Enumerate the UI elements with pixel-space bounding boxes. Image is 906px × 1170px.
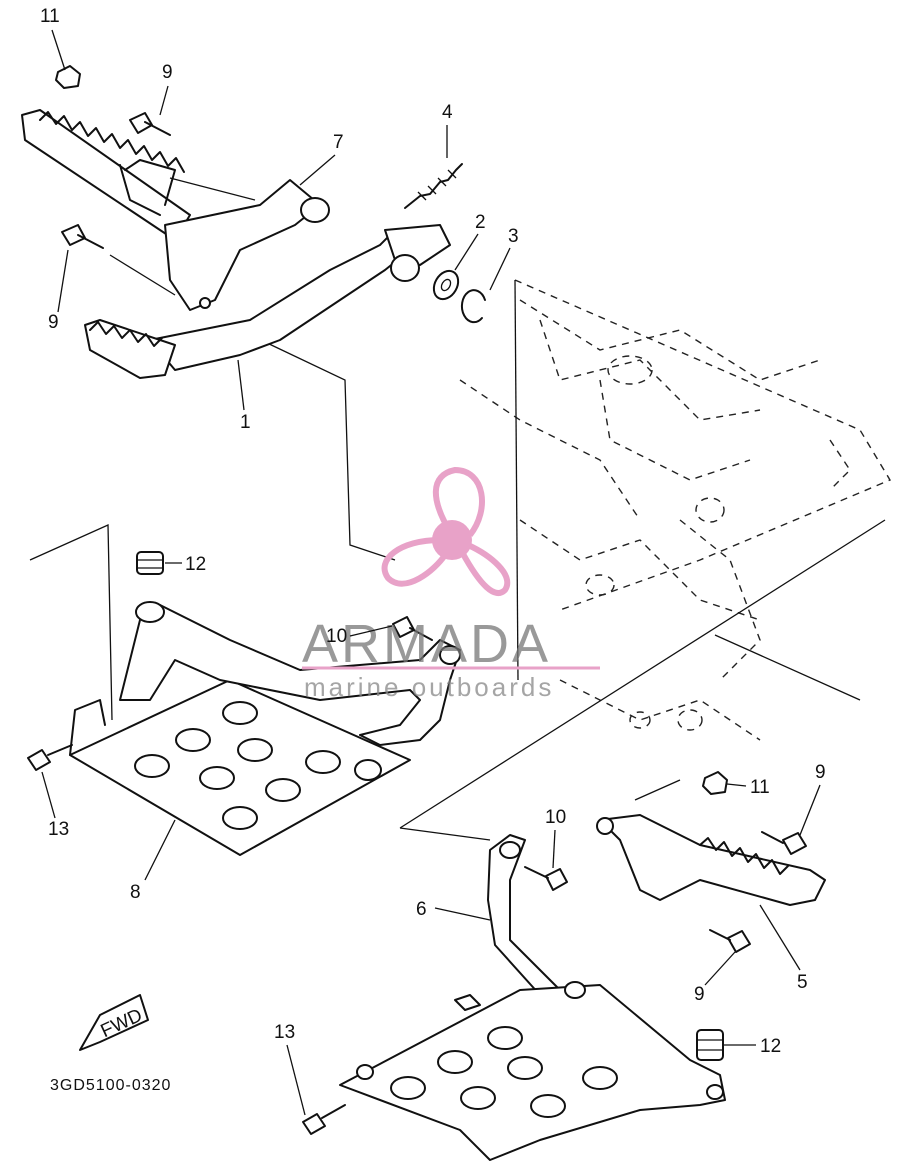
reference-lines [29, 177, 886, 841]
callout-13: 13 [48, 819, 69, 840]
diagram-code: 3GD5100-0320 [50, 1077, 171, 1094]
callout-9: 9 [694, 984, 705, 1005]
frame-outline [459, 279, 892, 741]
callout-10: 10 [545, 807, 566, 828]
watermark: ARMADA marine outboards [302, 466, 600, 702]
callout-1: 1 [240, 412, 251, 433]
callout-3: 3 [508, 226, 519, 247]
propeller-logo-icon [381, 466, 511, 597]
callout-9: 9 [162, 62, 173, 83]
callout-13: 13 [274, 1022, 295, 1043]
callout-8: 8 [130, 882, 141, 903]
callout-12: 12 [185, 554, 206, 575]
callout-10: 10 [326, 626, 347, 647]
left-skid-plate [27, 551, 461, 856]
callout-7: 7 [333, 132, 344, 153]
watermark-tagline: marine outboards [304, 672, 554, 702]
callout-2: 2 [475, 212, 486, 233]
callout-11: 11 [40, 6, 60, 27]
brake-pedal-assembly [21, 65, 486, 379]
callout-5: 5 [797, 972, 808, 993]
lower-skid-plate [302, 834, 726, 1161]
watermark-brand: ARMADA [302, 614, 551, 674]
callout-12: 12 [760, 1036, 781, 1057]
callout-6: 6 [416, 899, 427, 920]
callout-9: 9 [48, 312, 59, 333]
callout-11: 11 [750, 777, 770, 798]
callout-9: 9 [815, 762, 826, 783]
fwd-arrow-icon: FWD [79, 994, 149, 1051]
callout-4: 4 [442, 102, 453, 123]
callouts: 11 9 7 4 2 3 9 1 12 10 13 8 10 11 9 6 9 … [40, 6, 826, 1116]
right-footrest-assembly [524, 771, 826, 953]
